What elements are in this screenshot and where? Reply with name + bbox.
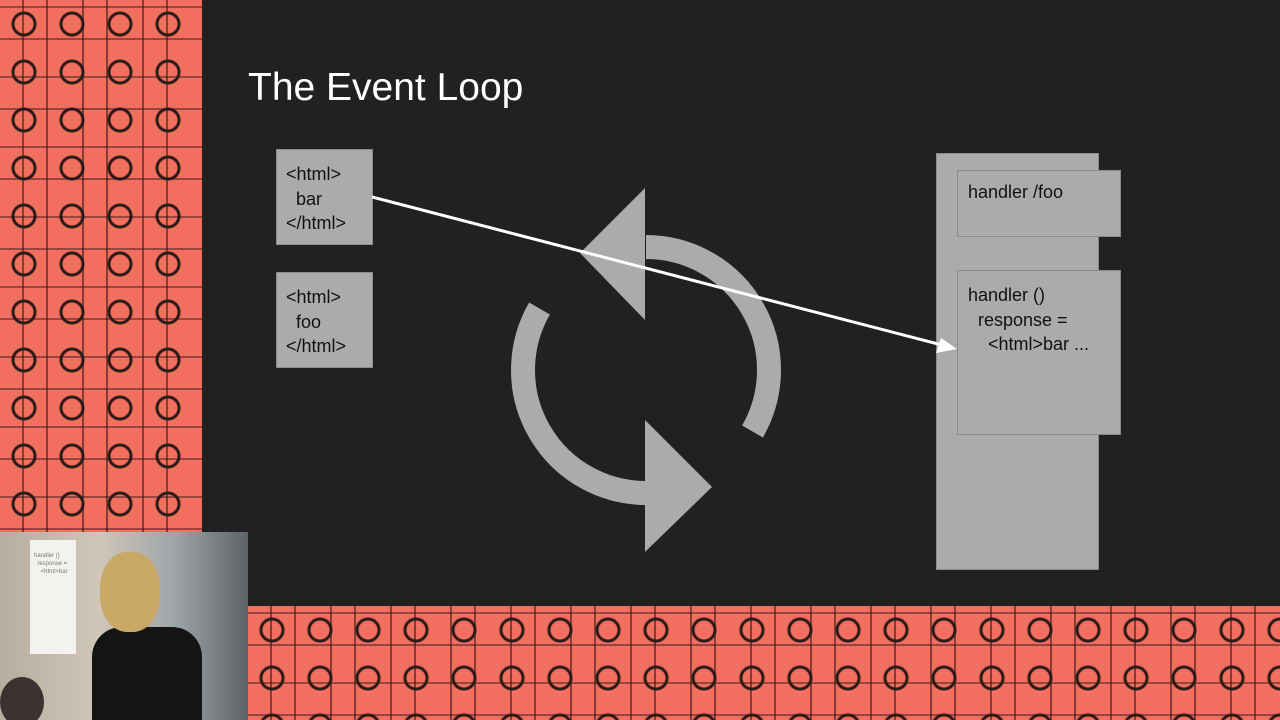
projected-text: handler () response = <html>bar bbox=[34, 553, 68, 575]
arrowhead-icon bbox=[936, 338, 957, 353]
slide-title: The Event Loop bbox=[248, 66, 524, 109]
handler-foo-box: handler /foo bbox=[957, 170, 1121, 237]
cycle-icon bbox=[511, 188, 781, 552]
projected-slide bbox=[30, 540, 76, 654]
html-bar-box: <html> bar </html> bbox=[276, 149, 373, 245]
decorative-pattern-left bbox=[0, 0, 202, 532]
speaker-head bbox=[100, 552, 160, 632]
request-arrow bbox=[371, 195, 957, 353]
cycle-arrowhead-bottom bbox=[645, 420, 712, 552]
decorative-pattern-bottom bbox=[248, 606, 1280, 720]
cycle-arc-bottom bbox=[511, 302, 647, 505]
audience-member bbox=[0, 677, 44, 720]
speaker-body bbox=[92, 627, 202, 720]
speaker-video-inset: handler () response = <html>bar bbox=[0, 532, 248, 720]
html-foo-box: <html> foo </html> bbox=[276, 272, 373, 368]
cycle-arrowhead-top bbox=[580, 188, 645, 320]
handler-bar-box: handler () response = <html>bar ... bbox=[957, 270, 1121, 435]
cycle-arc-top bbox=[645, 235, 781, 438]
